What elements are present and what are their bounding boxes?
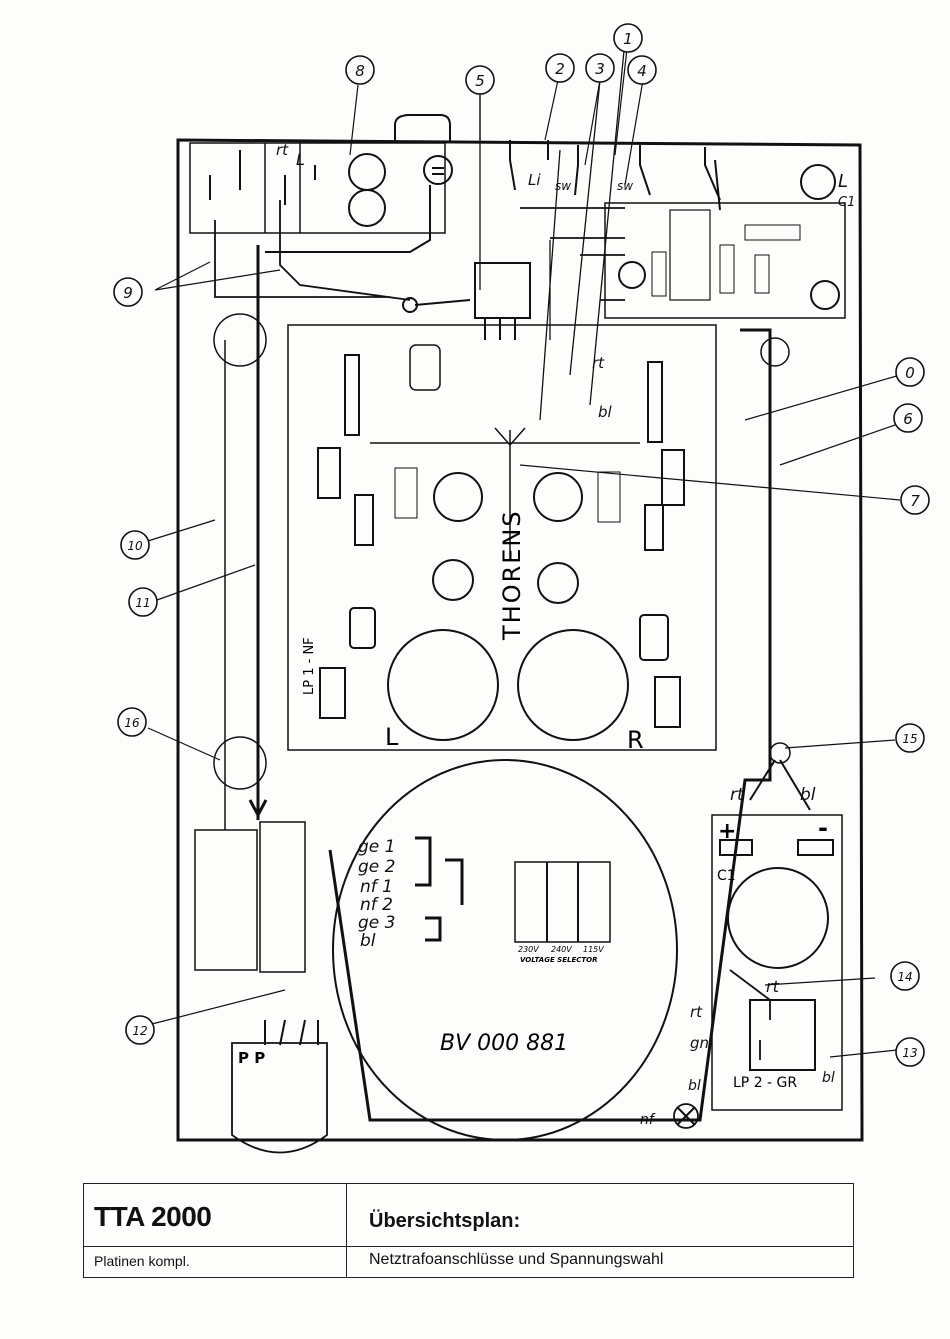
board-label-lp2: LP 2 - GR	[733, 1075, 797, 1091]
cap-right	[517, 629, 629, 741]
psu-plus: +	[718, 819, 736, 844]
callout-5: 5	[475, 72, 485, 90]
title-block: TTA 2000 Übersichtsplan: Platinen kompl.…	[83, 1183, 854, 1278]
cap-left	[387, 629, 499, 741]
callout-6: 6	[903, 410, 913, 428]
plan-title: Übersichtsplan:	[369, 1210, 521, 1232]
callout-13: 13	[902, 1046, 917, 1060]
psu-cap-c1	[727, 867, 829, 969]
wire-bl-psu: bl	[800, 785, 816, 805]
fuse-holder	[423, 155, 453, 185]
tap-nf1: nf 1	[360, 877, 393, 897]
rca-jacks	[509, 140, 721, 211]
power-input-pcb	[604, 202, 846, 319]
tap-ge2: ge 2	[358, 857, 395, 877]
switch-box	[189, 142, 446, 234]
pp-label: P P	[238, 1049, 265, 1067]
channel-left: L	[385, 723, 399, 751]
callout-2: 2	[555, 60, 565, 78]
wire-gn: gn	[690, 1034, 709, 1052]
power-supply-pcb	[711, 814, 843, 1111]
amp-pcb	[287, 324, 717, 751]
callout-16: 16	[124, 716, 140, 730]
callout-3: 3	[595, 60, 605, 78]
callout-0: 0	[905, 364, 915, 382]
callout-1: 1	[623, 30, 633, 48]
wire-c1-top: C1	[838, 195, 855, 210]
voltage-240: 240V	[551, 945, 572, 954]
callout-10: 10	[127, 539, 143, 553]
pp-connector	[231, 1042, 328, 1154]
wire-bl-mid: bl	[598, 403, 613, 421]
callout-11: 11	[135, 596, 150, 610]
wire-bl-bottom: bl	[688, 1078, 701, 1094]
wire-bl-13: bl	[822, 1070, 835, 1086]
regulator	[474, 262, 531, 319]
tap-nf2: nf 2	[360, 895, 393, 915]
tap-bl: bl	[360, 931, 376, 951]
callout-7: 7	[910, 492, 920, 510]
wire-rt-mid: rt	[592, 354, 605, 372]
callout-8: 8	[355, 62, 365, 80]
tap-ge3: ge 3	[358, 913, 395, 933]
wire-rt-14: rt	[766, 977, 780, 996]
subtitle-left: Platinen kompl.	[94, 1253, 190, 1269]
wire-l-top: L	[296, 150, 305, 169]
brand-label: THORENS	[498, 509, 526, 641]
wiring-diagram: 0 1 2 3 4 5 6 7 8 9 10 11 12 13 14 15 16…	[113, 23, 930, 1154]
subtitle-right: Netztrafoanschlüsse und Spannungswahl	[369, 1251, 664, 1268]
channel-right: R	[627, 726, 644, 754]
board-label-lp1: LP 1 - NF	[302, 637, 317, 695]
psu-minus: -	[818, 814, 828, 842]
wire-li: Li	[528, 171, 541, 189]
connector-board	[194, 829, 258, 971]
wire-l-c1: L	[838, 171, 848, 192]
callout-15: 15	[902, 732, 917, 746]
voltage-230: 230V	[518, 945, 539, 954]
wire-sw-a: sw	[555, 179, 571, 193]
voltage-selector-label: VOLTAGE SELECTOR	[520, 956, 597, 964]
psu-c1-label: C1	[717, 868, 736, 884]
wire-nf-bottom: nf	[640, 1112, 656, 1128]
transformer	[332, 759, 678, 1141]
callout-14: 14	[897, 970, 912, 984]
voltage-115: 115V	[583, 945, 604, 954]
callout-9: 9	[123, 284, 133, 302]
wire-rt-13: rt	[690, 1003, 703, 1021]
switch-a	[348, 153, 386, 191]
wire-rt-top: rt	[276, 141, 289, 159]
callout-4: 4	[637, 62, 647, 80]
voltage-selector	[514, 861, 611, 943]
switch-b	[348, 189, 386, 227]
wire-rt-psu: rt	[730, 785, 745, 805]
wire-sw-b: sw	[617, 179, 633, 193]
tap-ge1: ge 1	[358, 837, 395, 857]
bridge-rectifier	[749, 999, 816, 1071]
model-name: TTA 2000	[94, 1201, 212, 1232]
transformer-code: BV 000 881	[440, 1031, 568, 1056]
callout-12: 12	[132, 1024, 147, 1038]
